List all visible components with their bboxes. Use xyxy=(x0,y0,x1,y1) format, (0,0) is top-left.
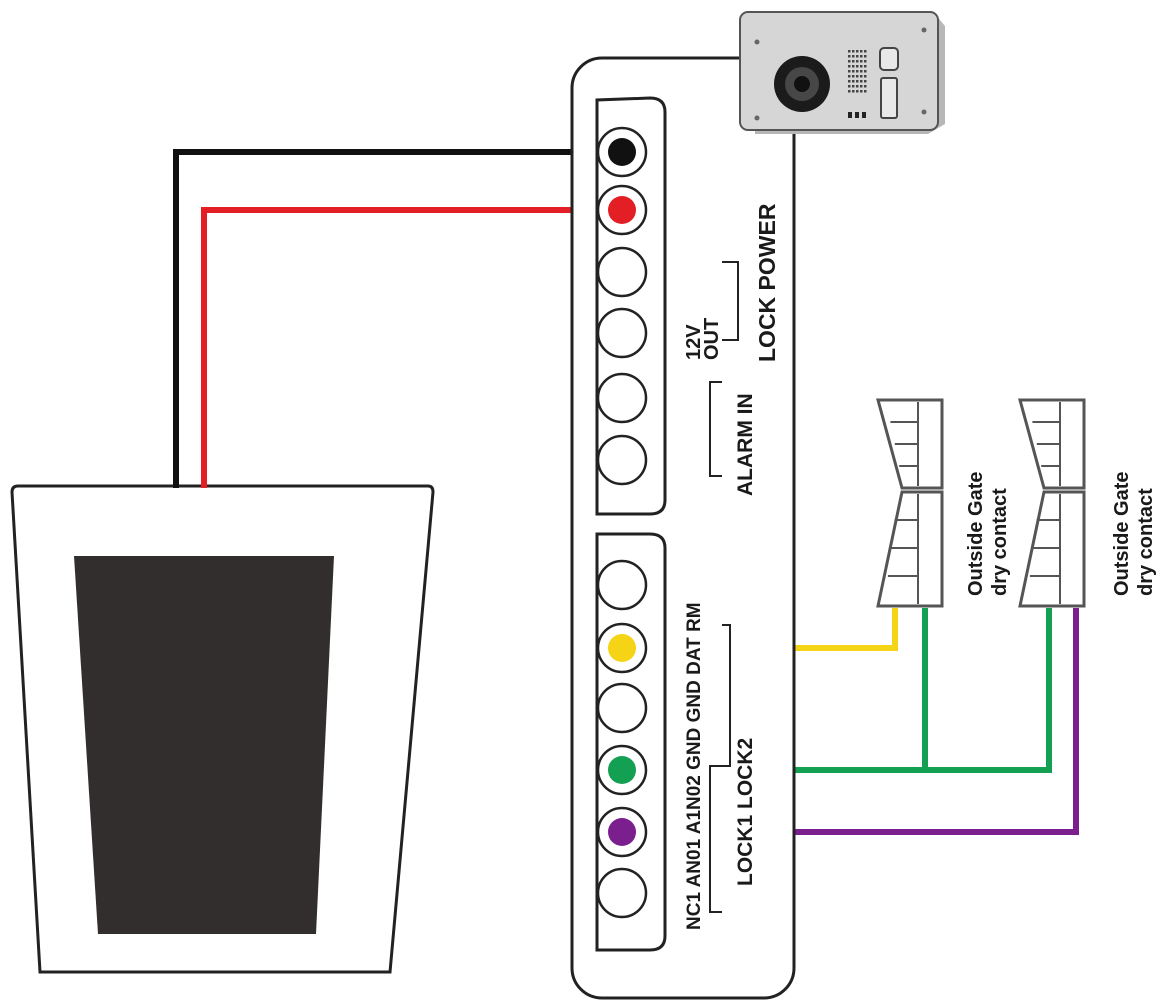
contact-2-label-line1: Outside Gate xyxy=(1111,472,1133,596)
terminal-board xyxy=(570,56,796,1000)
grille-hole xyxy=(860,65,863,68)
grille-hole xyxy=(848,65,851,68)
wires xyxy=(173,149,1079,835)
grille-hole xyxy=(856,85,859,88)
grille-hole xyxy=(848,85,851,88)
terminal-screw xyxy=(596,559,648,611)
indicator-dot xyxy=(848,112,852,118)
red-wire xyxy=(201,207,622,488)
door-station-screw xyxy=(754,115,760,121)
terminal-screw xyxy=(596,682,648,734)
grille-hole xyxy=(864,55,867,58)
terminal-screw xyxy=(596,307,648,359)
indicator-dot xyxy=(862,112,866,118)
grille-hole xyxy=(860,60,863,63)
grille-hole xyxy=(856,80,859,83)
lower-terminal-block xyxy=(595,532,667,952)
grille-hole xyxy=(864,65,867,68)
red-terminal-connection xyxy=(608,196,636,224)
call-button-icon xyxy=(879,47,899,71)
speaker-grille-icon xyxy=(848,50,867,93)
dry-contact-2 xyxy=(1018,398,1086,608)
grille-hole xyxy=(852,50,855,53)
grille-hole xyxy=(864,80,867,83)
green-terminal-connection xyxy=(608,756,636,784)
grille-hole xyxy=(864,85,867,88)
dry-contact-1 xyxy=(876,398,944,608)
door-station-screw xyxy=(921,109,927,115)
grille-hole xyxy=(848,50,851,53)
alarm-in-label: ALARM IN xyxy=(734,393,757,496)
grille-hole xyxy=(852,90,855,93)
upper-terminal-block xyxy=(595,96,667,516)
black-terminal-connection xyxy=(608,138,636,166)
lock2-bracket xyxy=(722,624,731,767)
contact-2-label-line2: dry contact xyxy=(1135,488,1157,596)
lock1-bracket xyxy=(709,765,722,913)
lock-power-bracket xyxy=(722,261,739,341)
grille-hole xyxy=(864,75,867,78)
lock-power-label: LOCK POWER xyxy=(754,203,780,362)
name-plate xyxy=(880,77,898,119)
grille-hole xyxy=(852,55,855,58)
grille-hole xyxy=(864,70,867,73)
door-station-screw xyxy=(754,39,760,45)
grille-hole xyxy=(860,75,863,78)
grille-hole xyxy=(852,85,855,88)
terminal-screw xyxy=(596,372,648,424)
grille-hole xyxy=(860,80,863,83)
grille-hole xyxy=(864,60,867,63)
monitor-screen xyxy=(74,556,334,934)
grille-hole xyxy=(852,65,855,68)
grille-hole xyxy=(860,85,863,88)
grille-hole xyxy=(864,50,867,53)
camera-lens-center xyxy=(794,76,810,92)
grille-hole xyxy=(860,70,863,73)
terminal-names-label: NC1 AN01 A1N02 GND GND DAT RM xyxy=(684,602,705,930)
grille-hole xyxy=(852,80,855,83)
indoor-monitor xyxy=(10,484,435,974)
label-brackets xyxy=(709,261,739,913)
lock1-lock2-label: LOCK1 LOCK2 xyxy=(734,738,757,886)
grille-hole xyxy=(856,50,859,53)
grille-hole xyxy=(856,75,859,78)
purple-terminal-connection xyxy=(608,818,636,846)
grille-hole xyxy=(848,80,851,83)
outdoor-door-station xyxy=(739,11,945,134)
grille-hole xyxy=(852,60,855,63)
yellow-terminal-connection xyxy=(608,634,636,662)
grille-hole xyxy=(860,55,863,58)
grille-hole xyxy=(848,55,851,58)
indicator-dot xyxy=(855,112,859,118)
door-station-body xyxy=(739,11,939,131)
grille-hole xyxy=(856,65,859,68)
out-12v-label-line1: 12V xyxy=(683,324,705,360)
grille-hole xyxy=(864,90,867,93)
contact-1-label-line2: dry contact xyxy=(989,488,1011,596)
grille-hole xyxy=(852,75,855,78)
grille-hole xyxy=(848,90,851,93)
black-wire xyxy=(173,149,622,488)
grille-hole xyxy=(856,55,859,58)
terminal-screw xyxy=(596,246,648,298)
out-12v-label-line2: OUT xyxy=(701,318,723,360)
grille-hole xyxy=(860,50,863,53)
grille-hole xyxy=(860,90,863,93)
grille-hole xyxy=(856,60,859,63)
grille-hole xyxy=(856,90,859,93)
contact-1-label-line1: Outside Gate xyxy=(965,472,987,596)
grille-hole xyxy=(856,70,859,73)
grille-hole xyxy=(848,70,851,73)
alarm-in-bracket xyxy=(709,381,722,477)
terminal-screw xyxy=(596,434,648,486)
terminal-screw xyxy=(596,867,648,919)
grille-hole xyxy=(848,60,851,63)
grille-hole xyxy=(848,75,851,78)
grille-hole xyxy=(852,70,855,73)
door-station-screw xyxy=(921,27,927,33)
